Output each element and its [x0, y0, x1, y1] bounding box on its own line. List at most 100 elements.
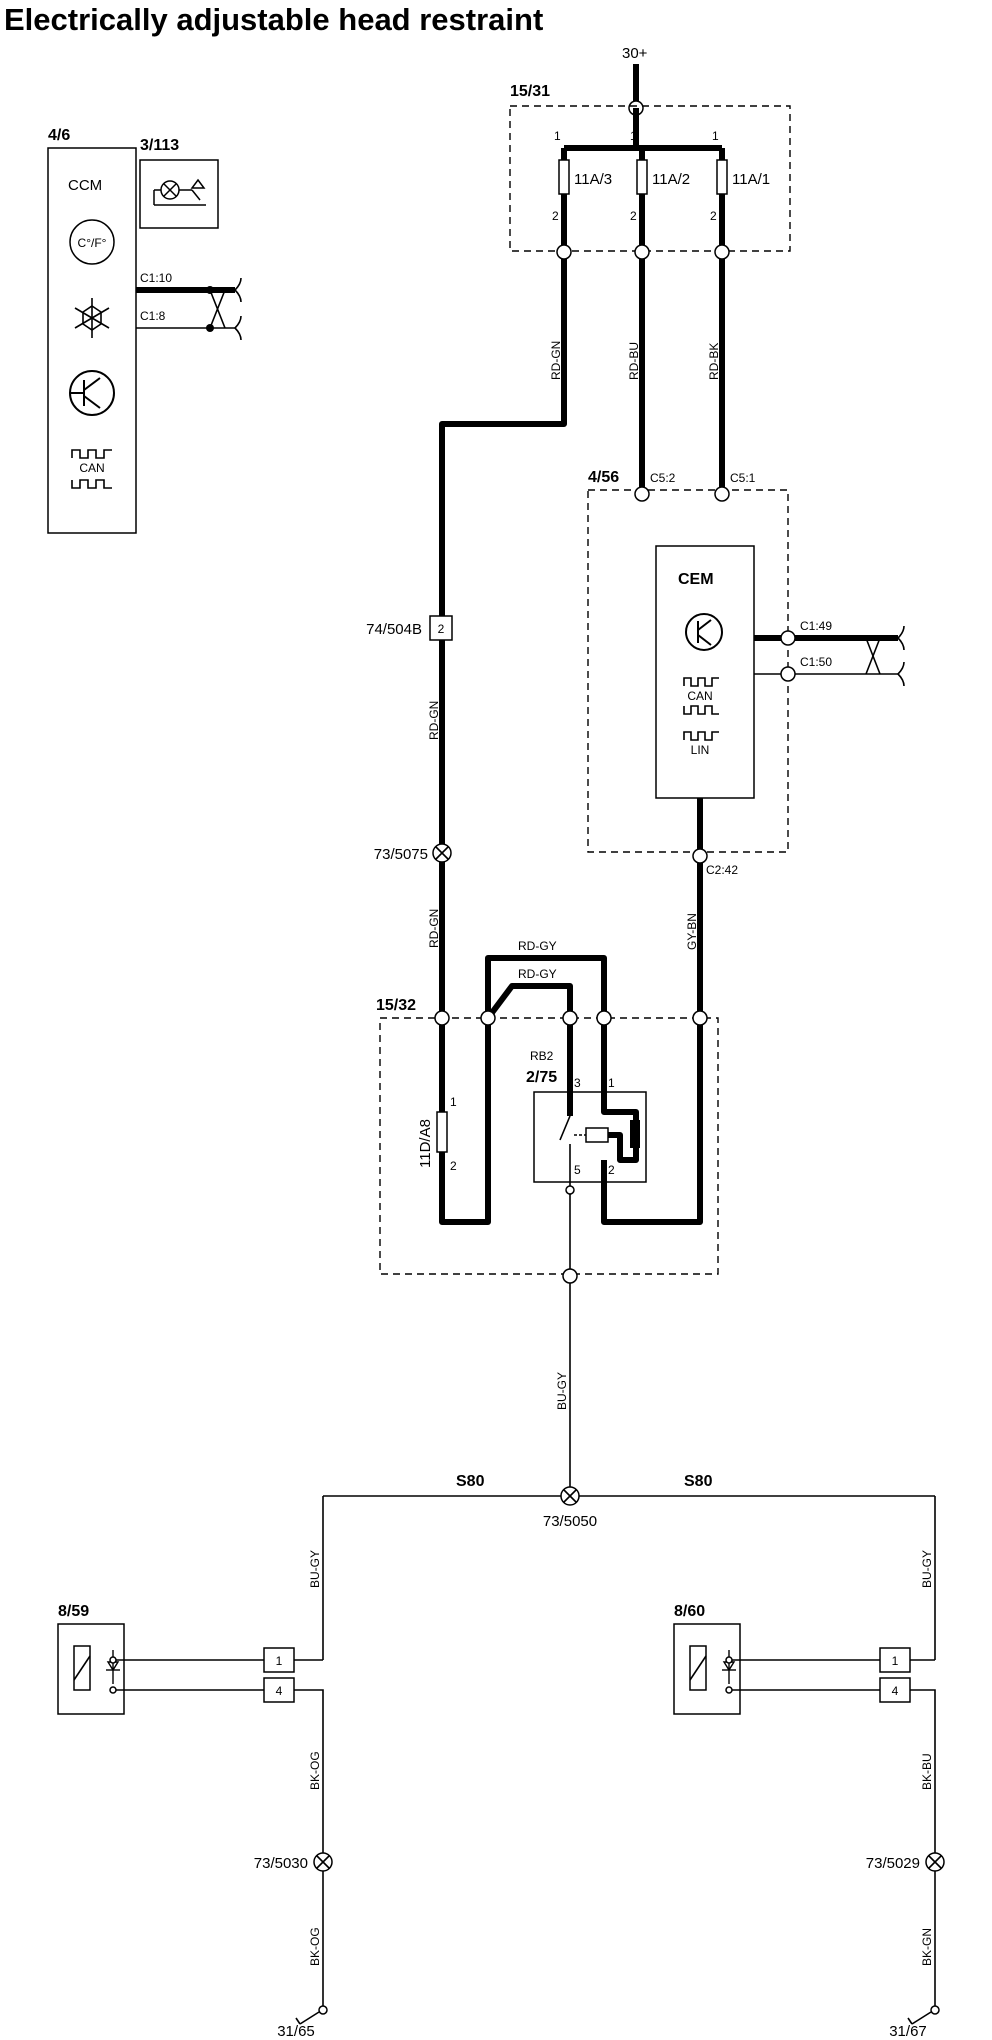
- motor-left-pin-4: 4: [276, 1684, 283, 1698]
- cem-connector-c1-49: C1:49: [800, 619, 832, 633]
- relay-label: RB2: [530, 1049, 554, 1063]
- fuse-11a-3: [558, 159, 570, 195]
- wire-bu-gy-1: BU-GY: [555, 1372, 569, 1410]
- ccm-label: CCM: [68, 177, 102, 194]
- lamp-switch-icon: [153, 178, 206, 206]
- splice-5030-label: 73/5030: [254, 1855, 308, 1872]
- motor-left-id: 8/59: [58, 1603, 89, 1620]
- splice-5050-label: 73/5050: [543, 1513, 597, 1530]
- wire-rd-gn-1: RD-GN: [549, 341, 563, 380]
- component-3-113: 3/113: [139, 137, 219, 229]
- svg-text:2: 2: [450, 1159, 457, 1173]
- svg-text:2: 2: [630, 209, 637, 223]
- ground-left-label: 31/65: [277, 2023, 315, 2040]
- ground-right-label: 31/67: [889, 2023, 927, 2040]
- fuse-11a-2-label: 11A/2: [652, 171, 690, 188]
- wire-rd-gn-3: RD-GN: [427, 909, 441, 948]
- wire-bk-bu: BK-BU: [920, 1753, 934, 1790]
- cem-can-icon: [683, 677, 719, 715]
- ccm-id: 4/6: [48, 127, 70, 144]
- motor-left-8-59: BU-GY 8/59 1 4 BK-OG 73/5030 BK-OG 31/65: [57, 1496, 333, 2040]
- cem-connector-c1-50: C1:50: [800, 655, 832, 669]
- supply-wires: RD-GN RD-BU RD-BK: [439, 259, 725, 1012]
- splice-73-5075: 73/5075 RD-GN: [374, 843, 452, 948]
- fuse-11a-2: [636, 159, 648, 195]
- cem-outline: [587, 489, 789, 853]
- cem-id: 4/56: [588, 469, 619, 486]
- connector-74-504b: 2 74/504B RD-GN: [366, 615, 453, 740]
- wire-bk-og-1: BK-OG: [308, 1751, 322, 1790]
- svg-text:2: 2: [710, 209, 717, 223]
- motor-left-pin-1: 1: [276, 1654, 283, 1668]
- cem-connector-c5-1: C5:1: [730, 471, 756, 485]
- model-label-left: S80: [456, 1473, 485, 1490]
- ccm-module: 4/6 CCM C°/F° CAN: [47, 127, 137, 534]
- relay-box-15-32: 15/32 RD-GY RD-GY 1 2 11D/A8 RB2 2/75 3 …: [376, 939, 719, 1284]
- sub-id: 3/113: [140, 137, 179, 154]
- fuse-11a-1: [716, 159, 728, 195]
- wire-gy-bn: GY-BN: [685, 913, 699, 950]
- cem-transistor-icon: [685, 613, 723, 651]
- svg-text:1: 1: [712, 129, 719, 143]
- supply-label: 30+: [622, 45, 648, 62]
- temperature-icon: [69, 219, 115, 265]
- cem-can-label: CAN: [687, 689, 712, 703]
- ccm-connector-c1-10: C1:10: [140, 271, 172, 285]
- wire-bk-og-2: BK-OG: [308, 1927, 322, 1966]
- snowflake-icon: [74, 298, 110, 338]
- splice-5075-label: 73/5075: [374, 846, 428, 863]
- fuse-11a-3-label: 11A/3: [574, 171, 612, 188]
- connector-74-pin: 2: [438, 622, 445, 636]
- fuse-11a-1-label: 11A/1: [732, 171, 770, 188]
- cem-box: [655, 545, 755, 799]
- ground-distribution: BU-GY 73/5050 S80 S80: [323, 1283, 935, 1530]
- svg-text:2: 2: [552, 209, 559, 223]
- fuse-11d-a8: [436, 1111, 448, 1153]
- svg-text:1: 1: [608, 1076, 615, 1090]
- wire-rd-bk: RD-BK: [707, 343, 721, 380]
- ccm-connectors: C1:10 C1:8: [136, 271, 242, 341]
- motor-right-pin-1: 1: [892, 1654, 899, 1668]
- svg-text:1: 1: [450, 1095, 457, 1109]
- svg-text:3: 3: [574, 1076, 581, 1090]
- fuse-box-15-31: 30+ 15/31 1 11A/3 2 1 11A/2 2 1 11A/1 2: [509, 45, 791, 260]
- transistor-icon: [69, 370, 115, 416]
- svg-text:1: 1: [554, 129, 561, 143]
- wire-bu-gy-2: BU-GY: [308, 1550, 322, 1588]
- model-label-right: S80: [684, 1473, 713, 1490]
- motor-right-8-60: BU-GY 8/60 1 4 BK-BU 73/5029 BK-GN 31/67: [673, 1496, 945, 2040]
- motor-right-id: 8/60: [674, 1603, 705, 1620]
- cem-module: 4/56 C5:2 C5:1 CEM CAN LIN C1:49 C1:50: [587, 469, 905, 1018]
- connector-74-label: 74/504B: [366, 621, 422, 638]
- relay-contact-icon: [559, 1025, 703, 1225]
- wire-bk-gn: BK-GN: [920, 1928, 934, 1966]
- cem-label: CEM: [678, 571, 714, 588]
- cem-lin-label: LIN: [691, 743, 710, 757]
- sub-box: [139, 159, 219, 229]
- wire-rd-gn-2: RD-GN: [427, 701, 441, 740]
- diagram-title: Electrically adjustable head restraint: [4, 2, 543, 37]
- cem-lin-icon: [683, 731, 719, 741]
- splice-5029-label: 73/5029: [866, 1855, 920, 1872]
- svg-text:5: 5: [574, 1163, 581, 1177]
- ccm-connector-c1-8: C1:8: [140, 309, 166, 323]
- svg-text:2: 2: [608, 1163, 615, 1177]
- motor-right-pin-4: 4: [892, 1684, 899, 1698]
- relay-box-id: 15/32: [376, 997, 416, 1014]
- ccm-box: [47, 147, 137, 534]
- cem-connector-c5-2: C5:2: [650, 471, 676, 485]
- fuse-box-id: 15/31: [510, 83, 550, 100]
- ccm-temp-symbol: C°/F°: [78, 236, 107, 250]
- ccm-can-label: CAN: [79, 461, 104, 475]
- relay-id: 2/75: [526, 1069, 557, 1086]
- wire-rd-gy-1: RD-GY: [518, 939, 557, 953]
- wire-rd-bu: RD-BU: [627, 342, 641, 380]
- wire-rd-gy-2: RD-GY: [518, 967, 557, 981]
- wire-bu-gy-3: BU-GY: [920, 1550, 934, 1588]
- svg-text:1: 1: [630, 129, 637, 143]
- relay-box-outline: [379, 1017, 719, 1275]
- can-bus-icon: [71, 449, 112, 489]
- fuse-11d-a8-label: 11D/A8: [417, 1119, 434, 1168]
- cem-connector-c2-42: C2:42: [706, 863, 738, 877]
